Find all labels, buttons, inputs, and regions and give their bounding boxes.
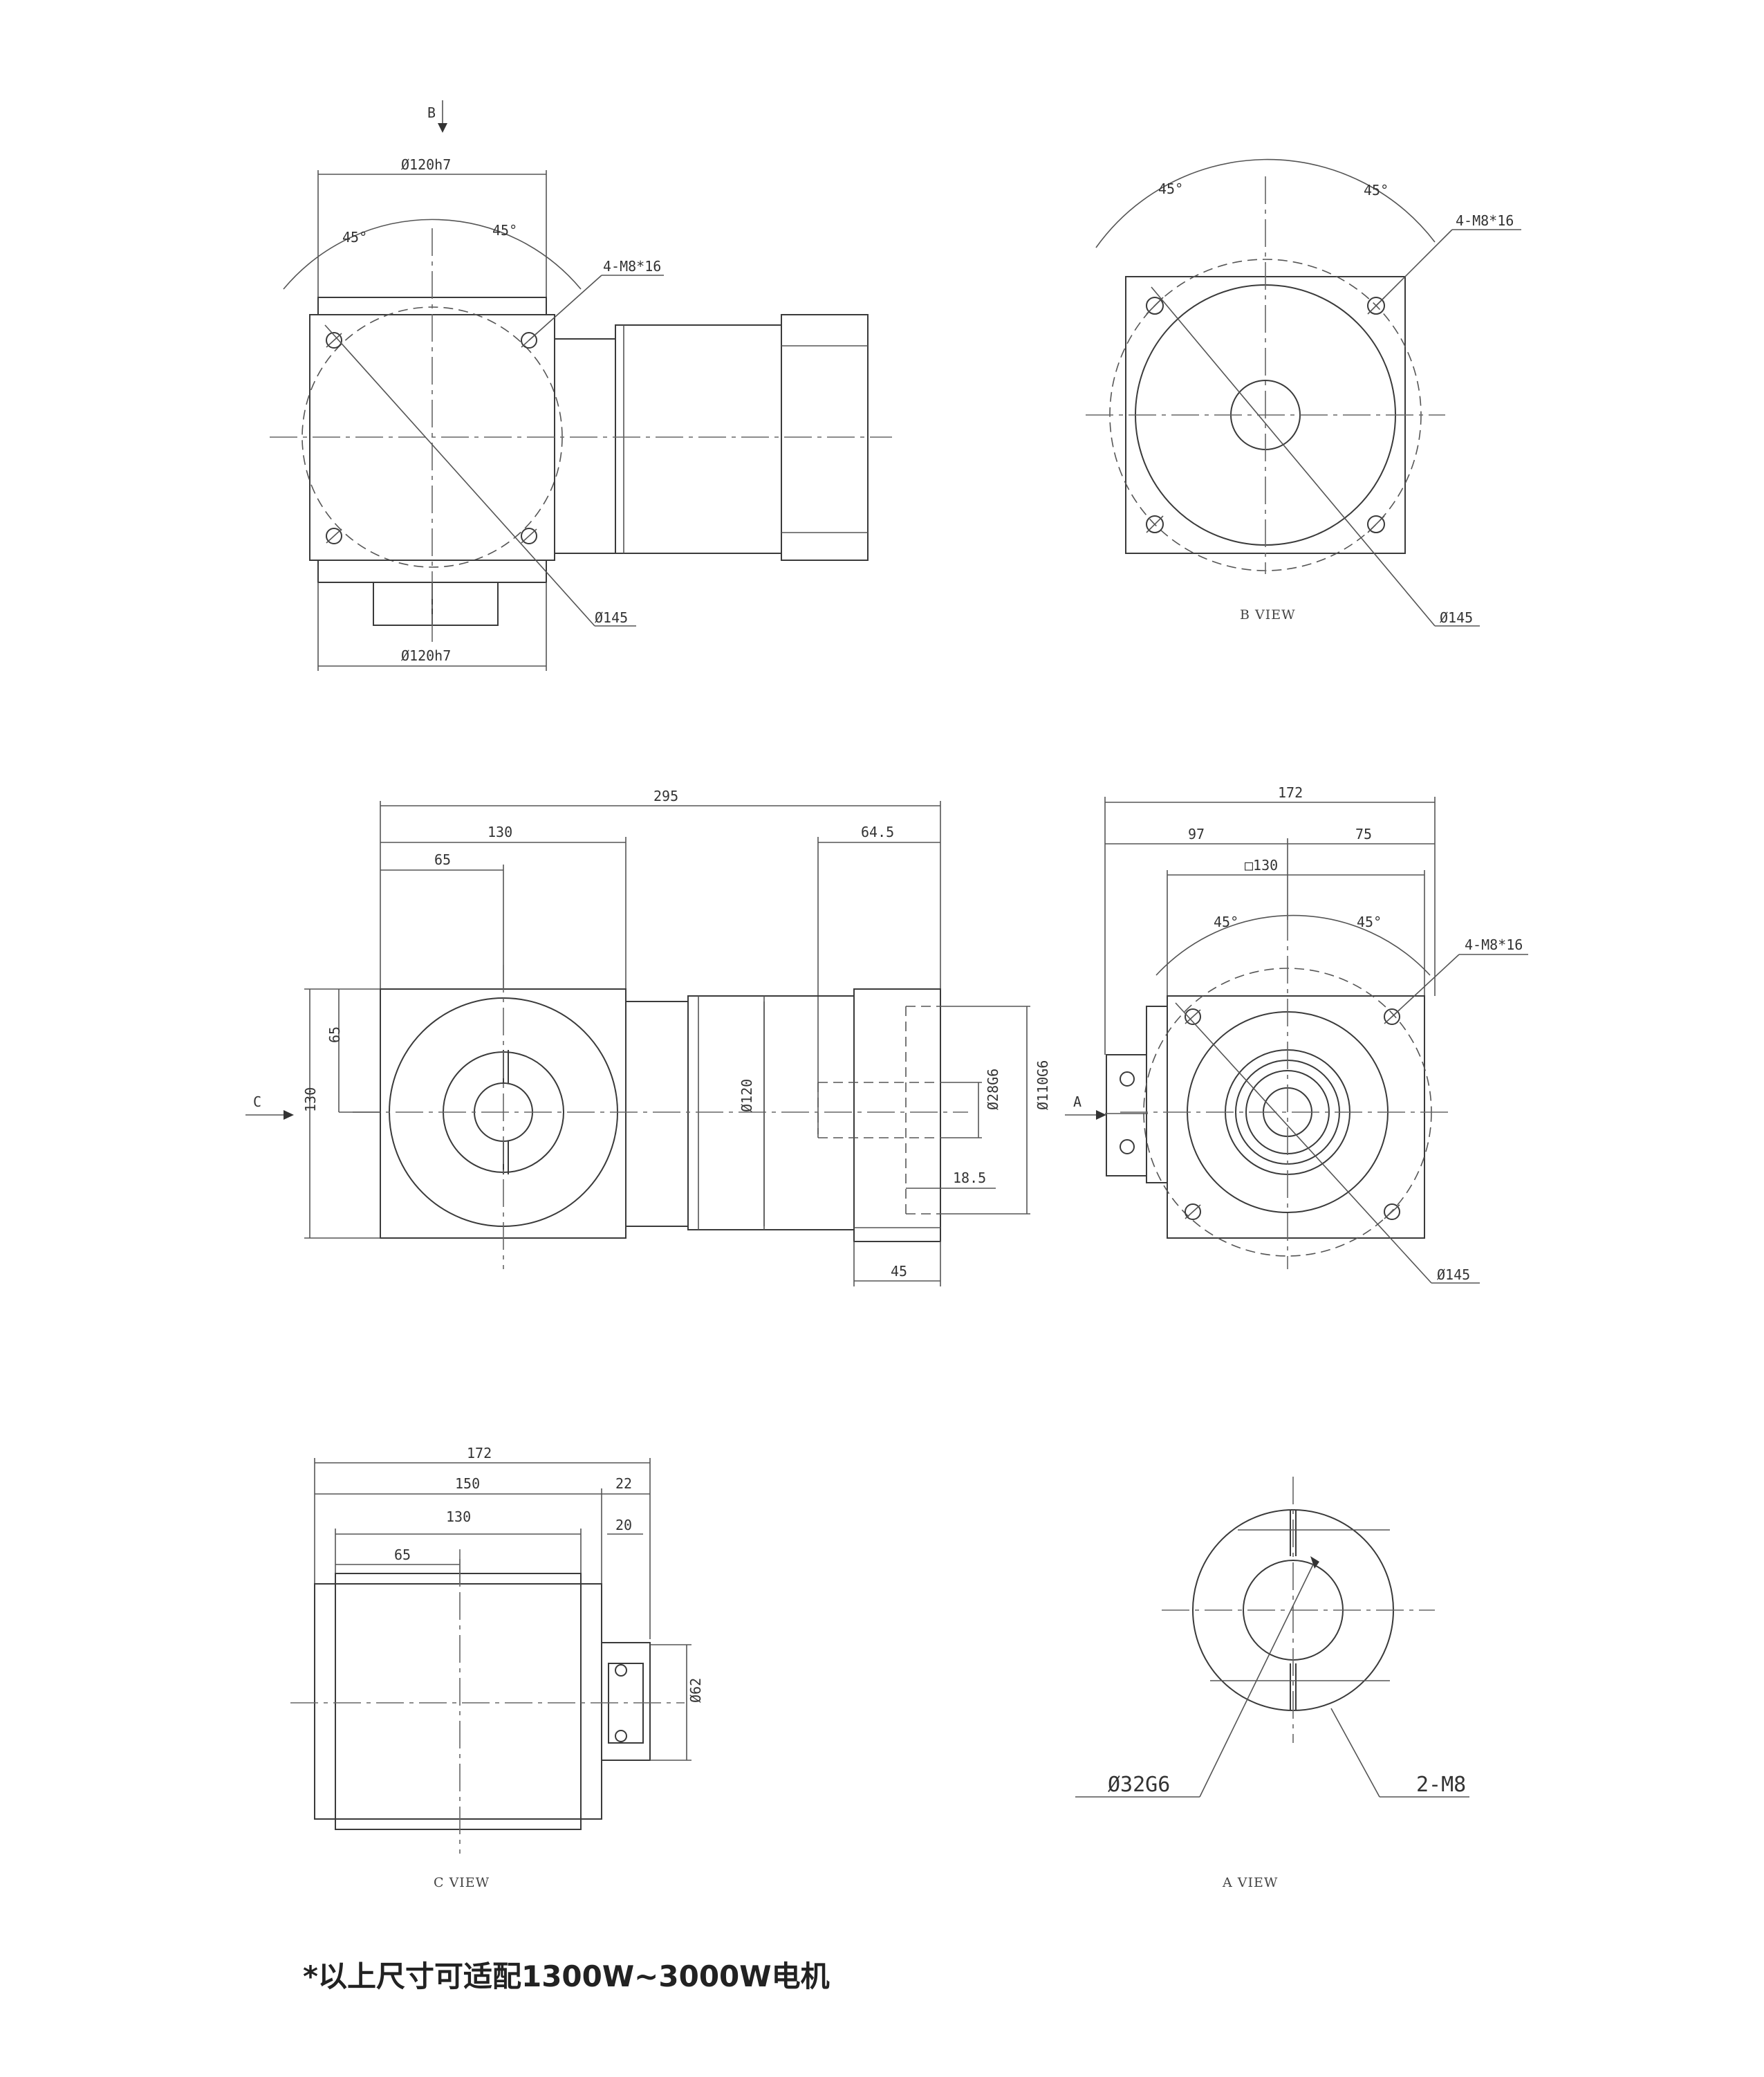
c-dim-22: 22 [615,1475,632,1492]
side-angle-left: 45° [1214,914,1238,930]
b-view: 45° 45° Ø145 4-M8*16 B VIEW [1086,158,1521,627]
side-dim-75: 75 [1355,826,1372,842]
b-angle-left: 45° [1158,181,1183,197]
a-view-title: A VIEW [1222,1875,1278,1890]
dia-145-label: Ø145 [595,609,628,626]
b-angle-right: 45° [1364,182,1389,199]
top-dim-120h7: Ø120h7 [401,156,451,173]
c-dim-172: 172 [467,1445,492,1461]
c-dia-62: Ø62 [687,1678,704,1703]
dim-18-5: 18.5 [953,1170,986,1186]
top-left-view: B Ø120h7 45° 45° [270,100,892,671]
a-dia-32g6: Ø32G6 [1108,1773,1170,1797]
bottom-dim-120h7: Ø120h7 [401,647,451,664]
side-dim-172: 172 [1278,784,1303,801]
view-b-arrow-label: B [427,104,436,121]
c-view-title: C VIEW [434,1875,490,1890]
side-dim-97: 97 [1188,826,1205,842]
holes-m8-label: 4-M8*16 [603,258,661,275]
b-holes-m8: 4-M8*16 [1456,212,1514,229]
c-view: 172 150 22 130 20 65 Ø62 C VIEW [290,1445,704,1890]
c-dim-150: 150 [455,1475,480,1492]
side-view: 172 97 75 □130 45° 45° [1065,784,1528,1284]
dim-295: 295 [653,788,678,804]
c-dim-65: 65 [394,1547,411,1563]
side-holes-m8: 4-M8*16 [1465,936,1523,953]
c-dim-130: 130 [446,1508,471,1525]
dim-65-top: 65 [434,851,451,868]
view-a-arrow-label: A [1073,1093,1081,1110]
b-dia-145: Ø145 [1440,609,1473,626]
dim-130-top: 130 [488,824,512,840]
footnote-text: *以上尺寸可适配1300W~3000W电机 [303,1959,830,1993]
front-view: 295 130 65 64.5 [245,788,1051,1286]
side-dia-145: Ø145 [1437,1266,1470,1283]
b-view-title: B VIEW [1240,607,1296,622]
dim-64-5: 64.5 [861,824,894,840]
bolt-holes [326,332,537,544]
side-angle-right: 45° [1357,914,1382,930]
dim-65-height: 65 [326,1026,343,1043]
view-c-arrow-label: C [253,1093,261,1110]
c-dim-20: 20 [615,1517,632,1533]
dim-45: 45 [891,1263,907,1280]
angle-label-left: 45° [342,229,367,246]
a-screws-2m8: 2-M8 [1416,1773,1466,1797]
dia-110g6-label: Ø110G6 [1034,1060,1051,1110]
a-view: Ø32G6 2-M8 A VIEW [1075,1477,1469,1890]
dim-130-height: 130 [302,1087,319,1112]
dia-28g6-label: Ø28G6 [985,1069,1001,1110]
side-square-130: □130 [1245,857,1278,874]
dia-120-label: Ø120 [739,1079,755,1112]
angle-label-right: 45° [492,222,517,239]
